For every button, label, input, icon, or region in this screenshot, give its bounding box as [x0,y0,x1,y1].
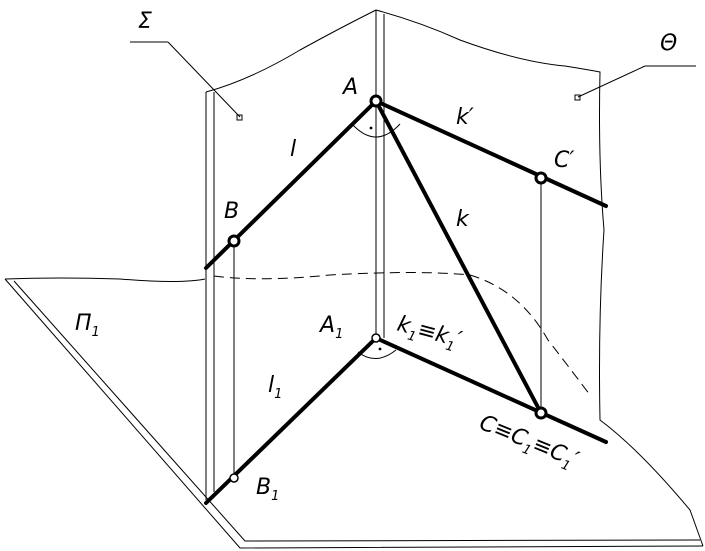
angle-dot-a1 [378,347,382,351]
hidden-trace [213,272,591,396]
label-l1: l1 [268,373,282,402]
vertical-plane-theta [375,9,704,547]
label-sigma: Σ [138,9,152,34]
label-a1: A1 [318,313,343,342]
label-b: B [224,199,239,224]
label-k-prime: k′ [456,105,474,130]
label-c-eq-c1-eq-c1-prime: C≡C1≡C1′ [474,410,582,476]
horizontal-plane-pi1 [4,277,704,549]
label-l: l [290,137,296,162]
label-a: A [341,75,358,100]
point-b1 [229,473,239,483]
point-a1 [371,333,381,343]
angle-arc-a [351,123,401,138]
point-c-prime [534,171,548,185]
sigma-leader [130,41,243,121]
line-k1 [374,336,608,444]
angle-dot-a [369,126,373,130]
label-k: k [456,207,470,232]
point-c [534,406,548,420]
label-theta: Θ [660,31,677,56]
label-b1: B1 [256,475,279,504]
vertical-plane-sigma [205,9,377,500]
line-k [374,99,543,415]
label-pi: Π1 [75,311,100,340]
point-b [227,234,241,248]
theta-leader [574,65,696,101]
line-k-prime [374,99,608,208]
label-c-prime: C′ [554,148,574,173]
angle-arc-a1 [357,349,397,359]
point-a [369,94,383,108]
